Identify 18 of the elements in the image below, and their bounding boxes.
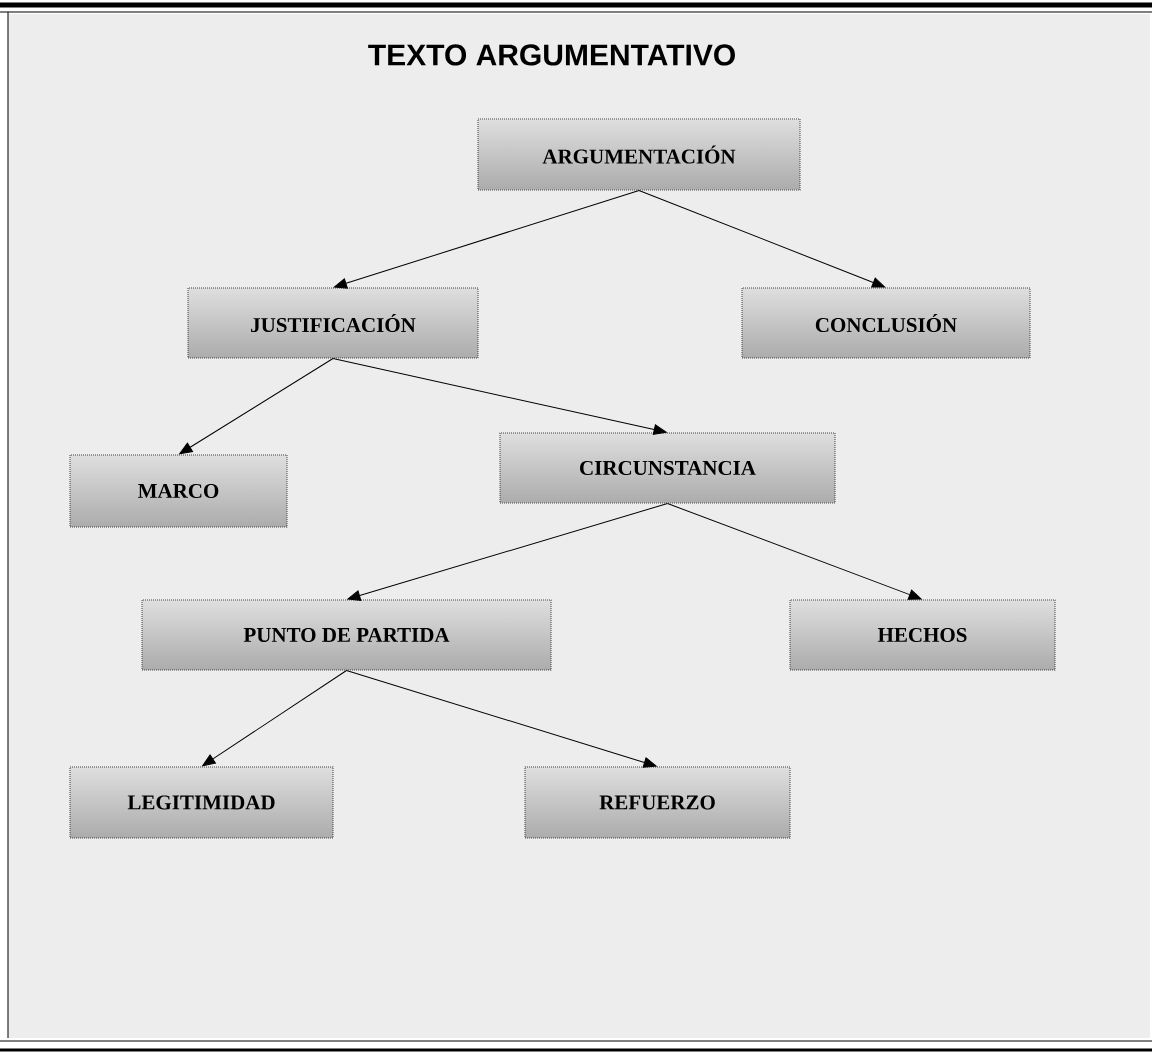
arrow bbox=[638, 190, 886, 288]
box: LEGITIMIDAD bbox=[69, 766, 334, 839]
arrow bbox=[179, 358, 334, 455]
title: TEXTO ARGUMENTATIVO bbox=[368, 44, 735, 66]
box: JUSTIFICACIÓN bbox=[187, 287, 479, 359]
box: REFUERZO bbox=[524, 766, 791, 839]
box: MARCO bbox=[69, 454, 288, 528]
box: CIRCUNSTANCIA bbox=[499, 432, 836, 504]
box: CONCLUSIÓN bbox=[741, 287, 1031, 359]
arrow bbox=[333, 190, 640, 289]
arrow bbox=[347, 503, 668, 601]
arrow bbox=[346, 670, 657, 768]
box: HECHOS bbox=[789, 599, 1056, 671]
box: ARGUMENTACIÓN bbox=[477, 118, 801, 191]
arrow bbox=[202, 670, 347, 767]
arrow bbox=[667, 503, 922, 600]
arrow bbox=[332, 358, 667, 435]
box: PUNTO DE PARTIDA bbox=[141, 599, 552, 671]
